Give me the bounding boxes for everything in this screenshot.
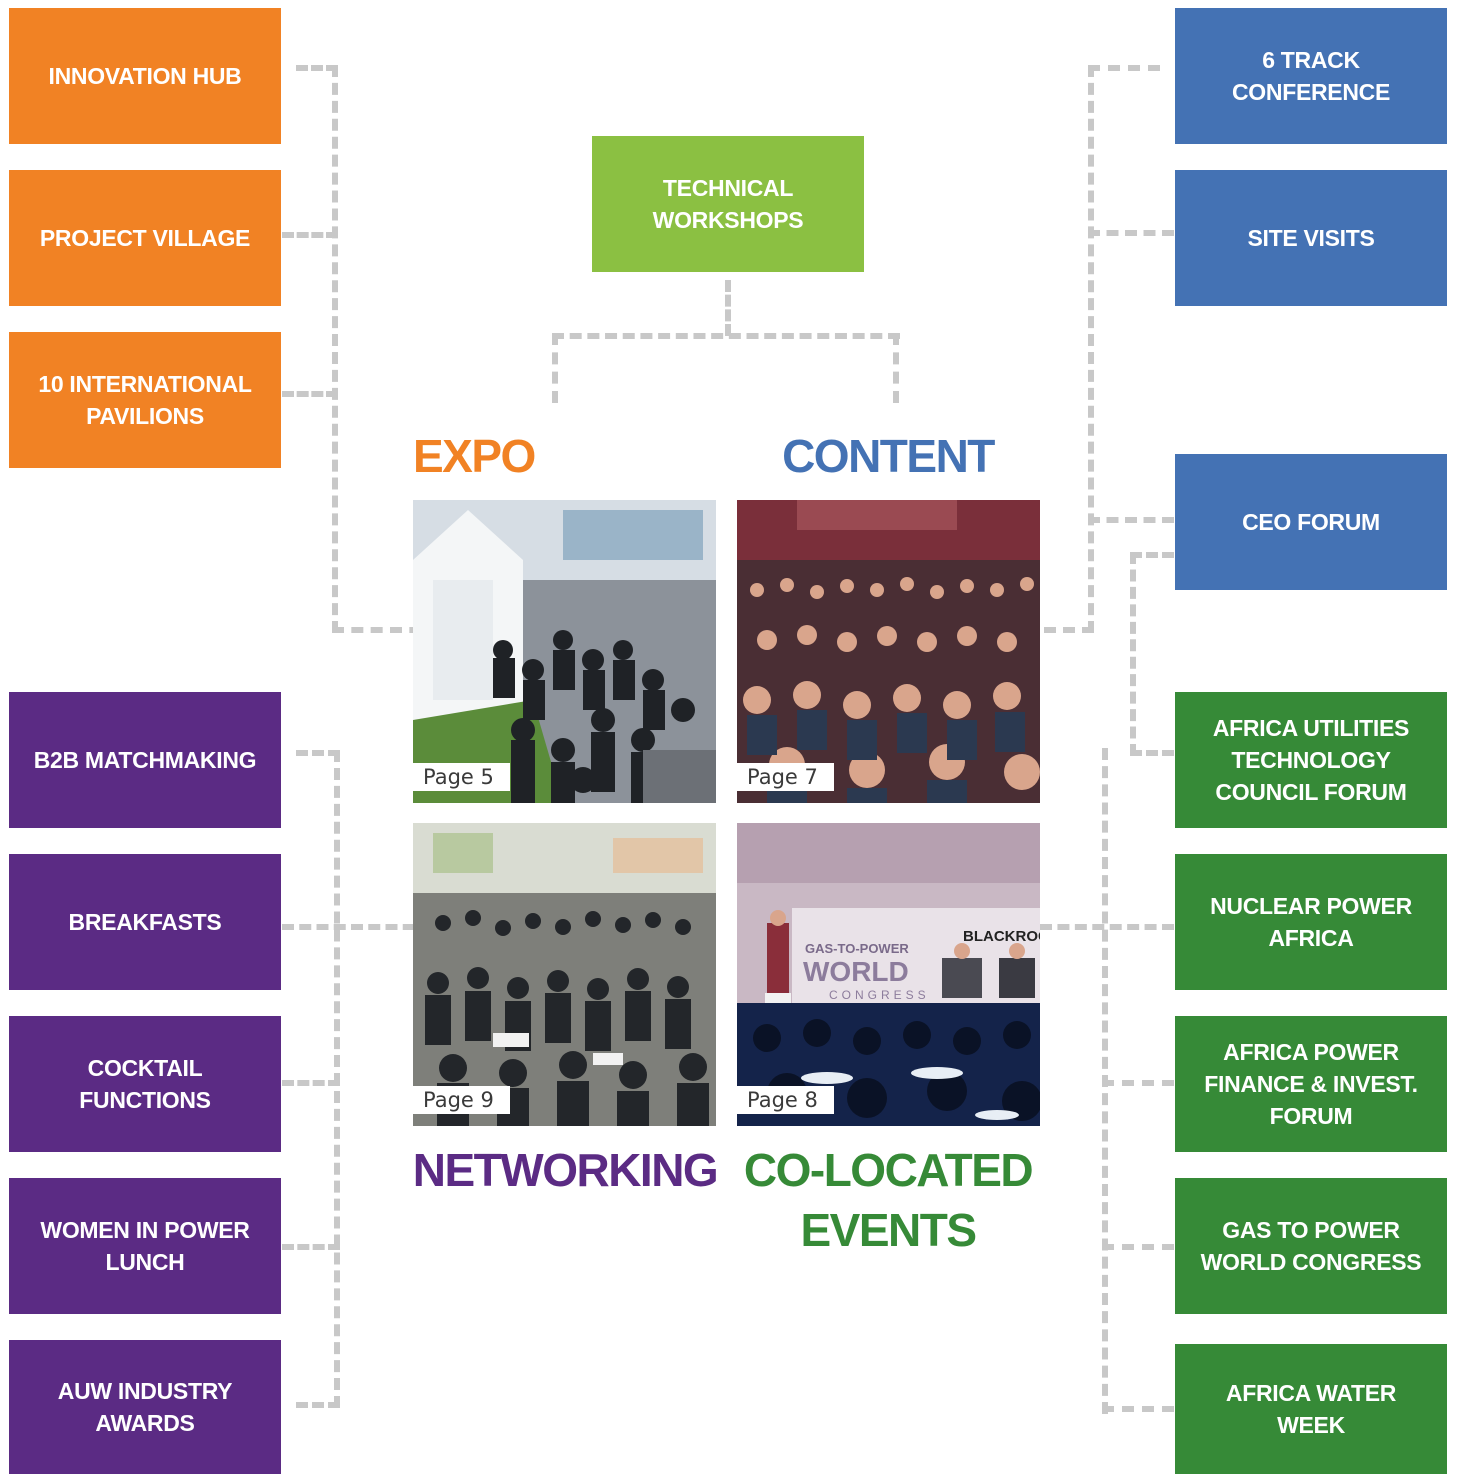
colocated-item-nuclear-power-africa: NUCLEAR POWER AFRICA [1175, 854, 1447, 990]
box-label: TECHNICAL WORKSHOPS [652, 175, 804, 233]
page-label: Page 7 [737, 763, 834, 791]
connector [1088, 65, 1094, 633]
heading-colocated: CO-LOCATED EVENTS [738, 1140, 1038, 1260]
colocated-item-gas-to-power: GAS TO POWER WORLD CONGRESS [1175, 1178, 1447, 1314]
heading-colocated-line1: CO-LOCATED [743, 1144, 1034, 1196]
page-label: Page 5 [413, 763, 510, 791]
box-label: PROJECT VILLAGE [39, 225, 251, 251]
connector [1130, 552, 1136, 756]
connector [1088, 517, 1174, 523]
box-label: WOMEN IN POWER LUNCH [40, 1217, 250, 1275]
box-label: SITE VISITS [1247, 225, 1375, 251]
box-label: GAS TO POWER WORLD CONGRESS [1200, 1217, 1422, 1275]
box-label: CEO FORUM [1242, 509, 1380, 535]
colocated-item-power-finance-forum: AFRICA POWER FINANCE & INVEST. FORUM [1175, 1016, 1447, 1152]
connector [334, 750, 340, 1408]
connector [1102, 1406, 1174, 1412]
expo-item-project-village: PROJECT VILLAGE [9, 170, 281, 306]
networking-item-cocktail-functions: COCKTAIL FUNCTIONS [9, 1016, 281, 1152]
connector [1088, 65, 1160, 71]
connector [296, 65, 338, 71]
connector [332, 65, 338, 633]
page-label: Page 9 [413, 1086, 510, 1114]
connector [282, 391, 338, 397]
networking-item-auw-industry-awards: AUW INDUSTRY AWARDS [9, 1340, 281, 1474]
connector [893, 333, 899, 403]
connector [1130, 552, 1174, 558]
heading-content: CONTENT [782, 430, 995, 482]
connector [725, 280, 731, 336]
technical-workshops-box: TECHNICAL WORKSHOPS [592, 136, 864, 272]
heading-networking: NETWORKING [412, 1144, 719, 1196]
box-label: AFRICA WATER WEEK [1225, 1380, 1397, 1438]
connector [1040, 924, 1174, 930]
box-label: B2B MATCHMAKING [33, 747, 257, 773]
box-label: 10 INTERNATIONAL PAVILIONS [38, 371, 252, 429]
connector [1088, 230, 1174, 236]
content-item-6-track-conference: 6 TRACK CONFERENCE [1175, 8, 1447, 144]
colocated-photo: BLACKROCK GAS-TO-POWER WORLD CONGRESS Pa… [737, 823, 1040, 1126]
colocated-item-utilities-council-forum: AFRICA UTILITIES TECHNOLOGY COUNCIL FORU… [1175, 692, 1447, 828]
connector [282, 1080, 340, 1086]
box-label: NUCLEAR POWER AFRICA [1210, 893, 1412, 951]
networking-photo: Page 9 [413, 823, 716, 1126]
connector [296, 1402, 340, 1408]
expo-item-innovation-hub: INNOVATION HUB [9, 8, 281, 144]
box-label: COCKTAIL FUNCTIONS [79, 1055, 211, 1113]
connector [332, 627, 460, 633]
connector [1102, 1080, 1174, 1086]
networking-item-b2b-matchmaking: B2B MATCHMAKING [9, 692, 281, 828]
box-label: AFRICA POWER FINANCE & INVEST. FORUM [1204, 1039, 1418, 1129]
connector [552, 333, 900, 339]
expo-item-international-pavilions: 10 INTERNATIONAL PAVILIONS [9, 332, 281, 468]
content-item-site-visits: SITE VISITS [1175, 170, 1447, 306]
box-label: INNOVATION HUB [48, 63, 242, 89]
heading-expo: EXPO [413, 430, 536, 482]
networking-item-women-in-power-lunch: WOMEN IN POWER LUNCH [9, 1178, 281, 1314]
connector [552, 333, 558, 403]
connector [296, 750, 340, 756]
connector [282, 924, 432, 930]
connector [1102, 1244, 1174, 1250]
page-label: Page 8 [737, 1086, 834, 1114]
networking-item-breakfasts: BREAKFASTS [9, 854, 281, 990]
colocated-item-africa-water-week: AFRICA WATER WEEK [1175, 1344, 1447, 1474]
stage-banner-line3: CONGRESS [829, 988, 930, 1002]
connector [1130, 750, 1174, 756]
connector [282, 232, 338, 238]
box-label: 6 TRACK CONFERENCE [1231, 47, 1390, 105]
stage-banner-line1: GAS-TO-POWER [805, 941, 909, 956]
content-item-ceo-forum: CEO FORUM [1175, 454, 1447, 590]
box-label: AUW INDUSTRY AWARDS [57, 1378, 233, 1436]
heading-colocated-line2: EVENTS [800, 1204, 977, 1256]
stage-banner-line2: WORLD [803, 956, 909, 987]
stage-logo: BLACKROCK [963, 928, 1040, 945]
box-label: BREAKFASTS [68, 909, 222, 935]
connector [282, 1244, 340, 1250]
box-label: AFRICA UTILITIES TECHNOLOGY COUNCIL FORU… [1212, 715, 1410, 805]
content-photo: Page 7 [737, 500, 1040, 803]
expo-photo: Page 5 [413, 500, 716, 803]
